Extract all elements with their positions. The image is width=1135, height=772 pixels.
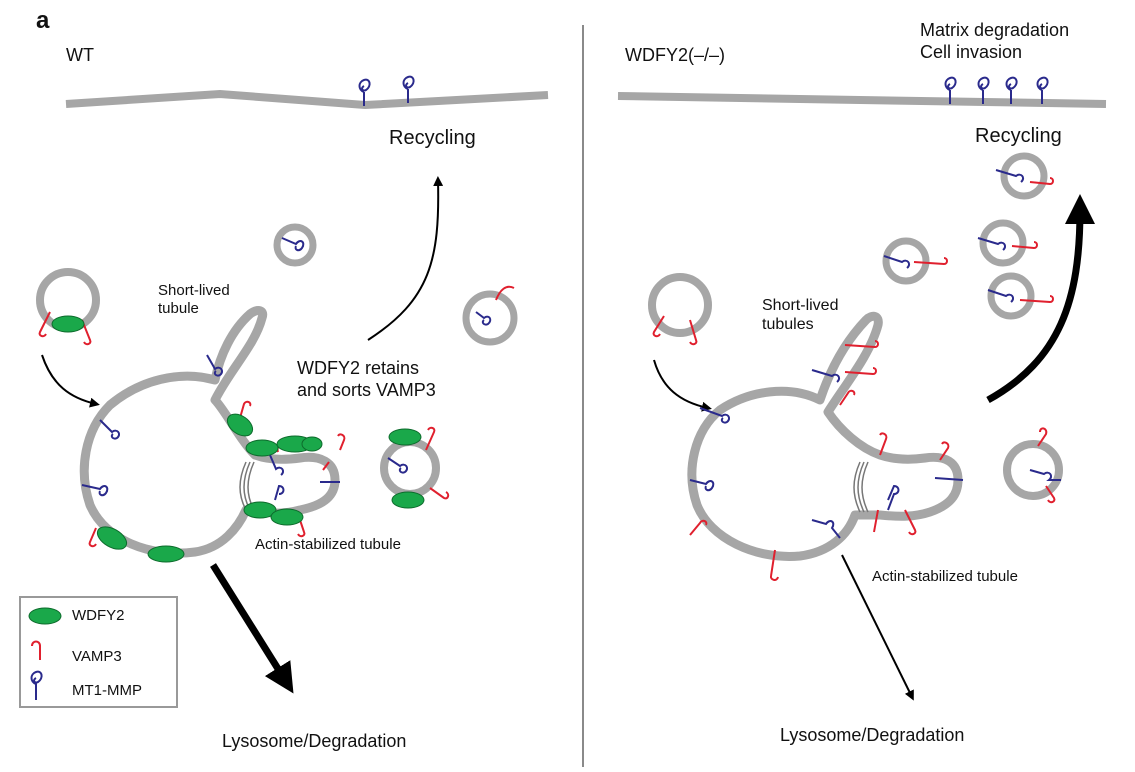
ko-degradation-arrow [841, 554, 914, 701]
ko-sorted-vesicle [1003, 440, 1063, 500]
ko-incoming-arrow [653, 359, 712, 412]
ko-title: WDFY2(–/–) [625, 45, 726, 65]
wt-endosome-vamp3 [88, 400, 346, 548]
ko-recycling-arrow [986, 194, 1095, 404]
ko-matrix-label: Matrix degradation Cell invasion [920, 20, 1070, 62]
red-hook-icon [31, 640, 41, 660]
wt-recycling-label: Recycling [389, 127, 476, 149]
wt-vesicle-right [462, 290, 518, 346]
wt-endosome-mt1mmp [81, 354, 340, 501]
blue-loop-icon [30, 670, 43, 700]
wt-retains-label: WDFY2 retains and sorts VAMP3 [297, 358, 436, 400]
wt-sorted-vesicle-cargo [387, 426, 450, 509]
legend-label-mt1mmp: MT1-MMP [72, 682, 142, 699]
ko-lysosome-label: Lysosome/Degradation [780, 725, 965, 745]
wt-endosome-wdfy2 [96, 413, 323, 563]
ko-sorted-vesicle-cargo [1029, 427, 1061, 504]
ko-actin-label: Actin-stabilized tubule [872, 568, 1018, 585]
ko-actin-bands [853, 461, 869, 513]
ko-incoming-cargo [652, 315, 698, 346]
wt-actin-label: Actin-stabilized tubule [255, 536, 401, 553]
wt-vesicle-right-cargo [475, 285, 515, 326]
wt-sorted-vesicle [380, 438, 440, 498]
ko-recycling-cargo [883, 169, 1054, 304]
green-ellipse-icon [28, 607, 62, 625]
wt-title: WT [66, 45, 94, 65]
wt-degradation-arrow [210, 563, 294, 694]
ko-recycling-vesicles [882, 152, 1048, 320]
wt-endosome [79, 306, 340, 558]
ko-plasma-membrane [617, 92, 1107, 108]
ko-short-lived-label: Short-lived tubules [762, 297, 839, 334]
wt-vesicle-small [273, 223, 317, 267]
ko-endosome-vamp3 [689, 340, 950, 581]
legend-label-wdfy2: WDFY2 [72, 607, 125, 624]
wt-plasma-membrane [65, 89, 549, 110]
panel-letter: a [36, 7, 50, 34]
wt-lysosome-label: Lysosome/Degradation [222, 731, 407, 751]
ko-incoming-vesicle [648, 273, 712, 337]
ko-endosome-mt1mmp [689, 369, 964, 539]
wt-recycling-arrow [367, 176, 444, 341]
legend-label-vamp3: VAMP3 [72, 648, 122, 665]
wt-vesicle-small-mt1mmp [281, 237, 305, 252]
ko-recycling-label: Recycling [975, 125, 1062, 147]
ko-endosome [687, 311, 963, 561]
wt-short-lived-label: Short-lived tubule [158, 282, 230, 317]
wt-incoming-arrow [41, 354, 100, 408]
wt-incoming-cargo [38, 311, 92, 346]
